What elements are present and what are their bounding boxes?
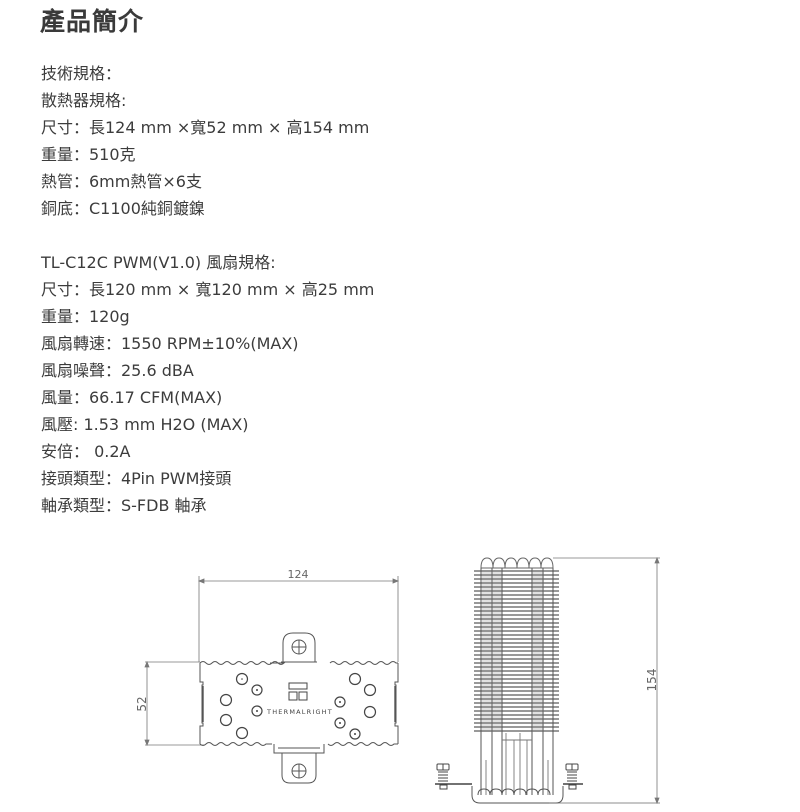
heatsink-spec-weight: 重量：510克 bbox=[41, 145, 136, 164]
heatpipe-top-caps bbox=[480, 557, 554, 569]
width-dimension bbox=[197, 576, 400, 662]
fin-stack bbox=[474, 570, 559, 732]
heatpipe-lower-section bbox=[485, 733, 549, 795]
heatpipe-dots bbox=[241, 678, 356, 735]
technical-drawing: 124 52 bbox=[135, 556, 660, 805]
heatpipe-columns bbox=[480, 568, 554, 795]
heatsink-spec-block: 技術規格： 散熱器規格: 尺寸：長124 mm ×寬52 mm × 高154 m… bbox=[41, 60, 369, 222]
heatsink-spec-heatpipes: 熱管：6mm熱管×6支 bbox=[41, 172, 202, 191]
left-spring-screw bbox=[435, 763, 472, 790]
bottom-mounting-bracket bbox=[273, 744, 325, 784]
heatsink-spec-base: 銅底：C1100純銅鍍鎳 bbox=[41, 199, 205, 218]
fan-spec-block: TL-C12C PWM(V1.0) 風扇規格: 尺寸：長120 mm × 寬12… bbox=[41, 249, 374, 519]
heatsink-spec-heading: 散熱器規格: bbox=[41, 91, 127, 110]
tech-spec-heading: 技術規格： bbox=[41, 64, 122, 83]
right-spring-screw bbox=[563, 763, 583, 790]
heatsink-spec-dimensions: 尺寸：長124 mm ×寬52 mm × 高154 mm bbox=[41, 118, 370, 137]
page-title: 產品簡介 bbox=[40, 7, 145, 36]
fan-spec-dimensions: 尺寸：長120 mm × 寬120 mm × 高25 mm bbox=[41, 280, 375, 299]
thermalright-logo-text: THERMALRIGHT bbox=[266, 708, 333, 716]
base-plate bbox=[199, 661, 399, 746]
heatpipe-circles bbox=[219, 672, 377, 740]
top-view-drawing: 124 52 bbox=[135, 568, 400, 784]
fan-spec-noise: 風扇噪聲：25.6 dBA bbox=[41, 361, 194, 380]
fan-spec-bearing: 軸承類型：S-FDB 軸承 bbox=[41, 496, 207, 515]
fan-spec-speed: 風扇轉速：1550 RPM±10%(MAX) bbox=[41, 334, 299, 353]
top-mounting-bracket bbox=[281, 632, 317, 663]
height-dimension-label: 154 bbox=[645, 669, 659, 692]
thermalright-logo-mark bbox=[288, 682, 308, 701]
width-dimension-label: 124 bbox=[288, 568, 309, 581]
depth-dimension bbox=[144, 660, 205, 747]
side-view-drawing: 154 bbox=[435, 556, 660, 805]
height-dimension bbox=[553, 556, 660, 805]
fan-spec-airflow: 風量：66.17 CFM(MAX) bbox=[41, 388, 223, 407]
fan-spec-connector: 接頭類型：4Pin PWM接頭 bbox=[41, 469, 232, 488]
fan-spec-weight: 重量：120g bbox=[41, 307, 130, 326]
fan-spec-current: 安倍： 0.2A bbox=[41, 442, 131, 461]
heatpipe-base-bends bbox=[471, 786, 660, 804]
depth-dimension-label: 52 bbox=[135, 696, 149, 711]
fan-spec-pressure: 風壓: 1.53 mm H2O (MAX) bbox=[41, 415, 249, 434]
fan-spec-heading: TL-C12C PWM(V1.0) 風扇規格: bbox=[41, 253, 276, 272]
